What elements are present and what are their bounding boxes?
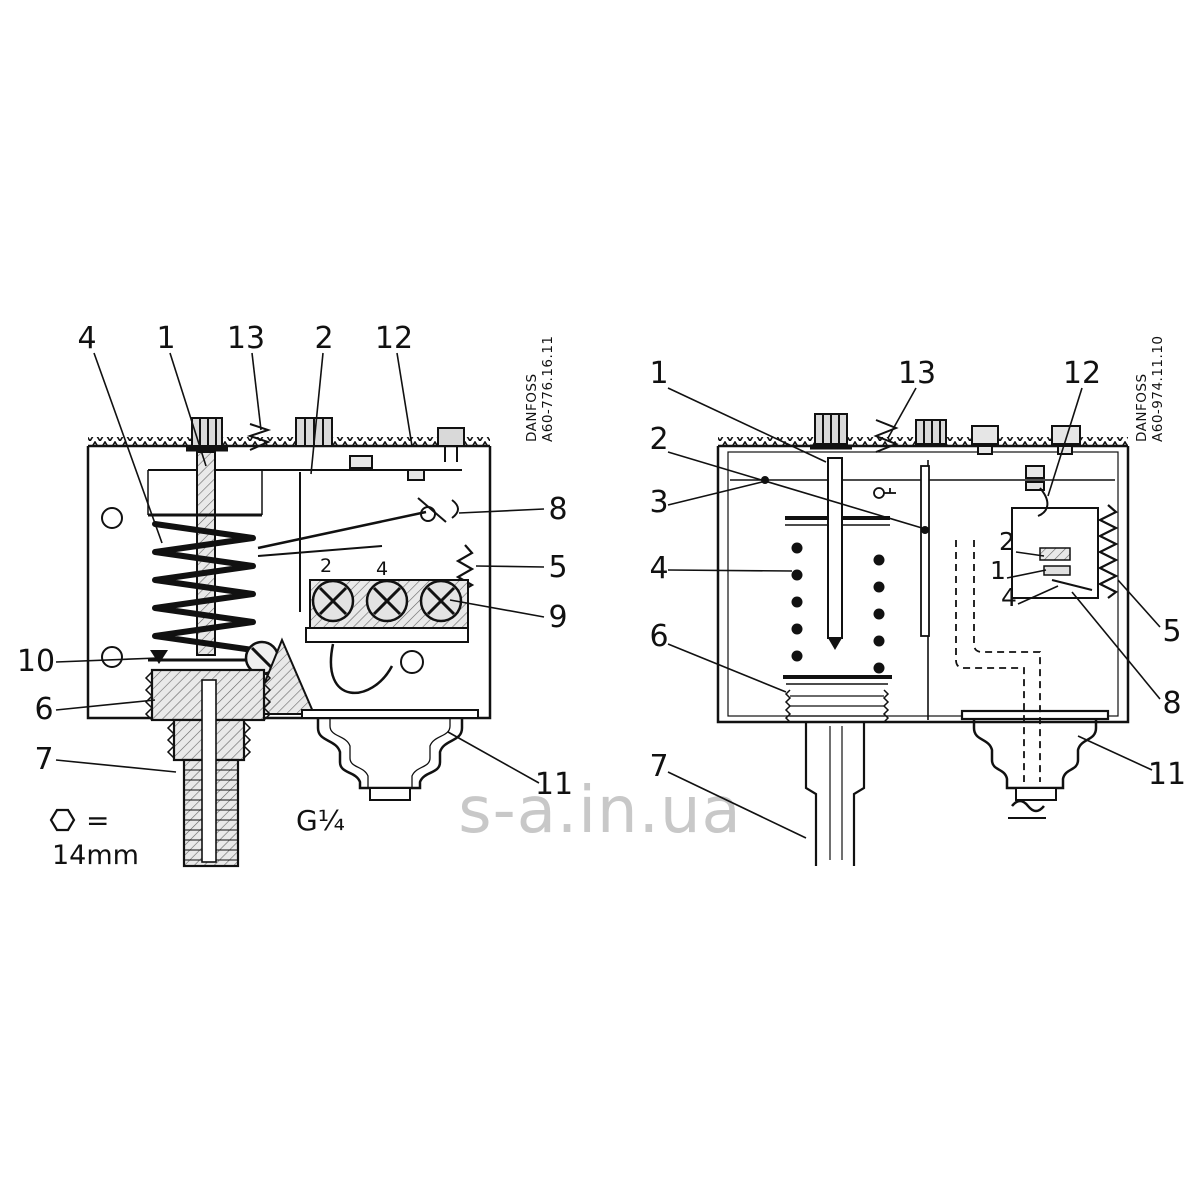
- callout-right-4-10: 4: [1001, 583, 1017, 612]
- right-capillary-symbol: [1008, 799, 1046, 819]
- callout-right-4-5: 4: [649, 551, 668, 586]
- left-pressure-connector: [144, 668, 272, 868]
- left-callouts: 4 1 13 2 12 8 5 9 10 6 7 11: [17, 321, 573, 802]
- leader-line-left-13-2: [251, 352, 262, 431]
- callout-left-11-11: 11: [535, 767, 573, 802]
- hex-equals-label: =: [86, 804, 109, 837]
- callout-right-12-2: 12: [1063, 356, 1101, 391]
- callout-right-1-9: 1: [990, 556, 1006, 585]
- right-drawing-number: A60-974.11.10: [1150, 336, 1166, 443]
- callout-left-1-1: 1: [156, 321, 175, 356]
- right-switch-drawing: [716, 413, 1130, 866]
- callout-left-7-10: 7: [34, 742, 53, 777]
- leader-line-left-2-3: [310, 352, 324, 475]
- right-bell-mouth: [960, 709, 1110, 801]
- left-wire-loop: [329, 643, 394, 695]
- terminal-number-4: 4: [376, 558, 388, 580]
- callout-right-5-11: 5: [1162, 614, 1181, 649]
- left-terminal-block: [305, 579, 469, 695]
- callout-left-8-5: 8: [548, 492, 567, 527]
- hex-size-label: 14mm: [52, 840, 139, 871]
- callout-right-6-6: 6: [649, 619, 668, 654]
- callout-left-6-9: 6: [34, 692, 53, 727]
- left-bell-mouth: [301, 709, 479, 801]
- left-spindle: [196, 451, 216, 656]
- leader-line-left-8-5: [458, 508, 545, 514]
- small-spring-13: [246, 423, 272, 451]
- leader-line-right-3-4: [667, 481, 763, 506]
- left-part-number: DANFOSS A60-776.16.11: [524, 336, 556, 443]
- leader-line-right-1-0: [667, 387, 827, 463]
- left-maker-label: DANFOSS: [524, 373, 540, 442]
- right-contact-block: [1011, 487, 1119, 599]
- callout-right-1-0: 1: [649, 356, 668, 391]
- leader-line-left-9-7: [449, 599, 545, 618]
- callout-left-9-7: 9: [548, 600, 567, 635]
- callout-right-2-3: 2: [649, 422, 668, 457]
- left-main-spring: [148, 513, 262, 664]
- left-adjusting-screw: [244, 637, 316, 715]
- callout-right-7-7: 7: [649, 749, 668, 784]
- terminal-number-2: 2: [320, 555, 332, 577]
- hex-symbol-icon: [49, 808, 76, 832]
- leader-line-left-7-10: [55, 759, 177, 773]
- left-housing: [86, 437, 492, 720]
- thread-size-label: G¼: [296, 804, 345, 837]
- leader-line-right-2-8: [1015, 551, 1045, 557]
- leader-line-right-1-9: [1006, 569, 1047, 579]
- callout-left-5-6: 5: [548, 550, 567, 585]
- callout-right-8-12: 8: [1162, 686, 1181, 721]
- right-capillary-dashed-wires: [955, 540, 1041, 782]
- leader-line-right-4-5: [667, 569, 793, 572]
- right-pressure-pipe: [804, 722, 866, 866]
- callout-left-12-4: 12: [375, 321, 413, 356]
- callout-right-2-8: 2: [999, 527, 1015, 556]
- right-bellows: [784, 689, 890, 723]
- leader-line-left-1-1: [169, 352, 207, 467]
- left-text-layer: 2 4 = 14mm G¼ DANFOSS A60-776.16.11: [52, 336, 556, 872]
- callout-right-11-13: 11: [1148, 757, 1186, 792]
- callout-left-2-3: 2: [314, 321, 333, 356]
- right-maker-label: DANFOSS: [1134, 373, 1150, 442]
- right-text-layer: DANFOSS A60-974.11.10: [1134, 336, 1166, 443]
- leader-line-right-8-12: [1071, 591, 1161, 700]
- right-main-spring: [783, 457, 892, 685]
- leader-line-left-4-0: [93, 352, 163, 544]
- right-part-number: DANFOSS A60-974.11.10: [1134, 336, 1166, 443]
- right-interior-frame: [730, 460, 1115, 720]
- leader-line-left-10-8: [55, 657, 159, 663]
- left-drawing-number: A60-776.16.11: [540, 336, 556, 443]
- left-top-screws: [186, 417, 465, 462]
- leader-line-left-12-4: [396, 352, 413, 447]
- leader-line-right-12-2: [1047, 387, 1083, 497]
- leader-line-right-5-11: [1117, 579, 1161, 628]
- watermark-text: s-a.in.ua: [458, 774, 742, 848]
- leader-line-right-11-13: [1077, 735, 1153, 771]
- leader-line-right-4-10: [1017, 585, 1059, 605]
- right-top-screws: [810, 413, 1081, 491]
- leader-line-right-2-3: [667, 451, 923, 529]
- leader-line-right-7-7: [667, 771, 807, 839]
- left-switch-drawing: [49, 417, 492, 868]
- callout-left-10-8: 10: [17, 644, 55, 679]
- leader-line-left-6-9: [55, 699, 156, 711]
- callout-left-4-0: 4: [77, 321, 96, 356]
- leader-line-left-11-11: [447, 731, 540, 784]
- callout-left-13-2: 13: [227, 321, 265, 356]
- small-spring-13-right: [873, 419, 899, 453]
- right-contact-spring: [1097, 504, 1119, 599]
- callout-right-3-4: 3: [649, 485, 668, 520]
- leader-line-left-5-6: [475, 565, 545, 568]
- callout-right-13-1: 13: [898, 356, 936, 391]
- leader-line-right-6-6: [667, 643, 787, 693]
- leader-line-right-13-1: [887, 387, 917, 439]
